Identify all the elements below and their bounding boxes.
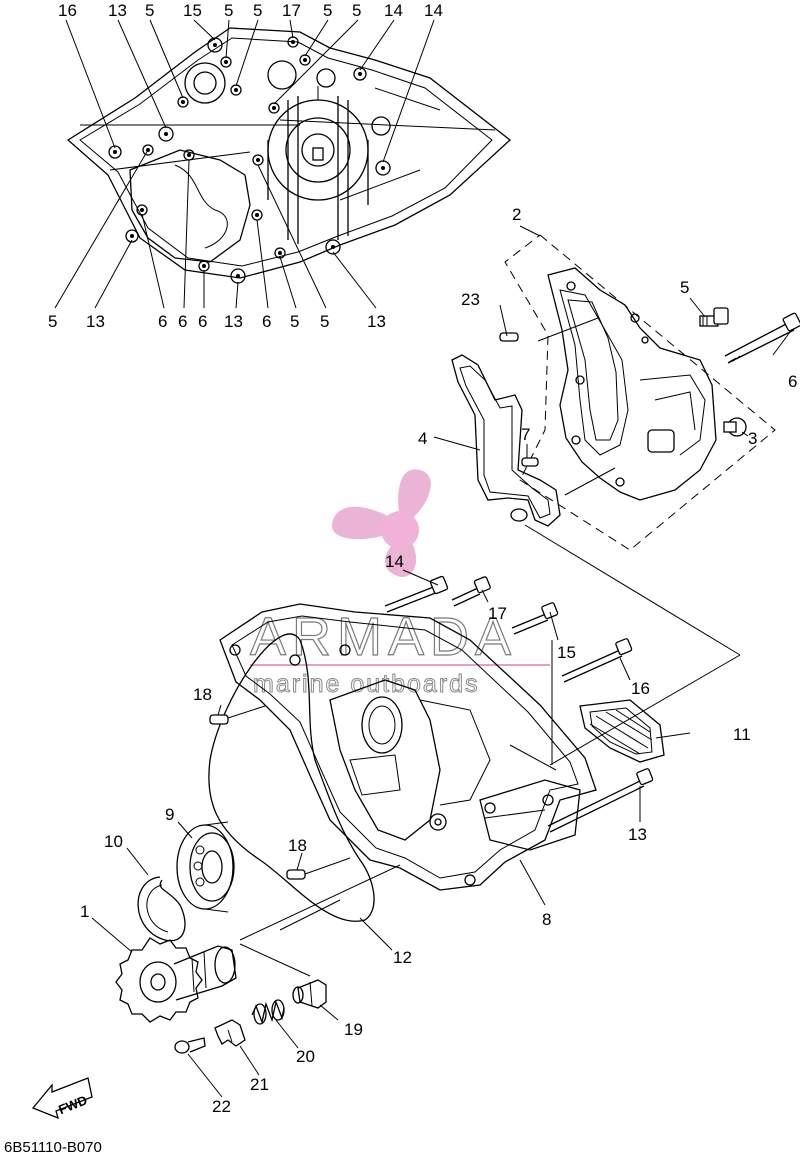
callout-bottom-7: 6 bbox=[262, 312, 271, 331]
callout-top-7: 17 bbox=[282, 1, 301, 20]
callout-bottom-4: 6 bbox=[178, 312, 187, 331]
callout-bottom-2: 13 bbox=[86, 312, 105, 331]
callout-cover-10: 10 bbox=[104, 832, 123, 851]
callout-top-9: 5 bbox=[352, 1, 361, 20]
callout-top-8: 5 bbox=[323, 1, 332, 20]
callout-cover-4: 16 bbox=[631, 679, 650, 698]
callout-pump-4: 6 bbox=[788, 372, 797, 391]
callout-cover-3: 15 bbox=[557, 643, 576, 662]
callout-cover-13: 12 bbox=[393, 948, 412, 967]
callout-pump-1: 2 bbox=[512, 205, 521, 224]
callout-cover-6: 11 bbox=[733, 725, 751, 744]
callout-cover-8: 18 bbox=[288, 836, 307, 855]
callout-top-6: 5 bbox=[253, 1, 262, 20]
callout-pump-5: 4 bbox=[418, 429, 427, 448]
callout-cover-17: 22 bbox=[212, 1097, 231, 1116]
callout-bottom-6: 13 bbox=[224, 312, 243, 331]
callout-top-4: 15 bbox=[183, 1, 202, 20]
callout-cover-12: 8 bbox=[542, 910, 551, 929]
pump-assembly-drawing bbox=[433, 225, 800, 551]
callout-bottom-5: 6 bbox=[198, 312, 207, 331]
callouts-pump: 2 23 5 6 4 7 3 bbox=[418, 205, 797, 448]
callout-pump-3: 5 bbox=[680, 278, 689, 297]
watermark-tagline: marine outboards bbox=[253, 670, 480, 698]
callout-top-2: 13 bbox=[108, 1, 127, 20]
callout-cover-7: 13 bbox=[628, 825, 647, 844]
callout-top-1: 16 bbox=[58, 1, 77, 20]
callout-bottom-8: 5 bbox=[290, 312, 299, 331]
callout-bottom-3: 6 bbox=[158, 312, 167, 331]
callout-pump-6: 7 bbox=[521, 425, 530, 444]
crankcase-face-drawing bbox=[54, 19, 512, 309]
callout-bottom-9: 5 bbox=[320, 312, 329, 331]
cover-bolts-drawing bbox=[217, 569, 691, 951]
callout-cover-9: 9 bbox=[165, 805, 174, 824]
callout-pump-2: 23 bbox=[461, 290, 480, 309]
fwd-arrow: FWD bbox=[31, 1077, 93, 1120]
callouts-top-row: 16 13 5 15 5 5 17 5 5 14 14 bbox=[58, 1, 443, 20]
shaft-parts-drawing bbox=[91, 821, 339, 1098]
armada-watermark: ARMADA marine outboards bbox=[249, 469, 550, 699]
callout-cover-2: 17 bbox=[488, 604, 507, 623]
diagram-code: 6B51110-B070 bbox=[4, 1139, 102, 1156]
watermark-brand: ARMADA bbox=[250, 607, 517, 667]
callout-pump-7: 3 bbox=[748, 429, 757, 448]
crankcase-cover-drawing bbox=[208, 524, 741, 941]
callout-cover-15: 20 bbox=[296, 1047, 315, 1066]
callout-bottom-1: 5 bbox=[48, 312, 57, 331]
callouts-cover: 14 17 15 16 18 11 13 18 9 10 1 8 12 19 2… bbox=[80, 552, 751, 1116]
callout-cover-1: 14 bbox=[385, 552, 404, 571]
callout-top-10: 14 bbox=[384, 1, 403, 20]
callout-cover-11: 1 bbox=[80, 902, 89, 921]
callout-cover-14: 19 bbox=[344, 1020, 363, 1039]
callout-top-5: 5 bbox=[224, 1, 233, 20]
fwd-label: FWD bbox=[56, 1092, 89, 1117]
callout-top-3: 5 bbox=[145, 1, 154, 20]
callout-cover-5: 18 bbox=[193, 685, 212, 704]
callout-cover-16: 21 bbox=[250, 1075, 269, 1094]
propeller-logo bbox=[331, 469, 431, 577]
callouts-bottom-row: 5 13 6 6 6 13 6 5 5 13 bbox=[48, 312, 386, 331]
callout-top-11: 14 bbox=[424, 1, 443, 20]
callout-bottom-10: 13 bbox=[367, 312, 386, 331]
